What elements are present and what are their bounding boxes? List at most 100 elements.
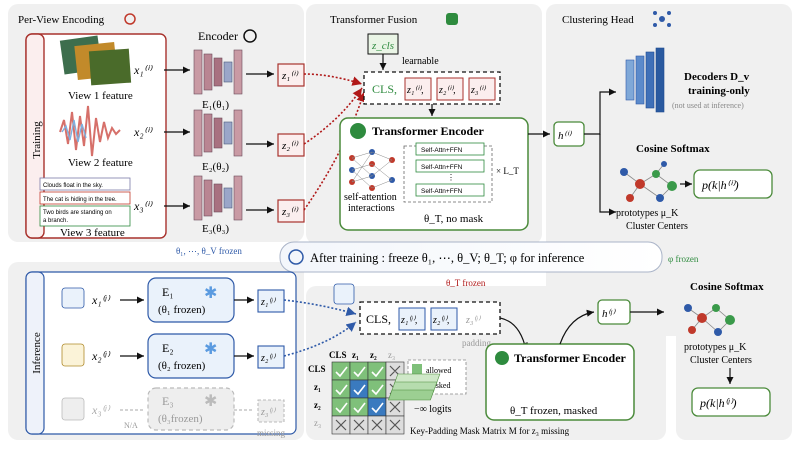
share-icon [288,249,304,265]
seq-z2: z₂⁽ⁱ⁾, [438,85,456,96]
transformer-icon-2 [495,351,509,365]
z2-box [277,133,305,157]
phi-frozen-label: φ frozen [668,254,699,264]
cluster-title: Clustering Head [562,14,634,26]
encoder-3-label: E₃(θ₃) [202,223,229,235]
encoder-1-label: E₁(θ₁) [202,99,229,111]
mask-row-1: z₁ [314,382,321,392]
training-tab [25,33,45,239]
inf-seq-z1: z₁⁽ʲ⁾, [400,315,417,326]
chip-icon [446,13,458,25]
x1-label: x₁⁽ⁱ⁾ [133,63,153,77]
layer-3 [415,183,485,197]
image-icon [61,287,85,309]
prototypes-train: prototypes μ_K [616,208,679,219]
mask-caption: Key-Padding Mask Matrix M for z₃ missing [410,426,570,436]
mask-matrix: CLS z₁ z₂ z₃ CLS z₁ z₂ z₃ [308,350,405,435]
times-lt: × L_T [496,166,519,176]
layer-dots: ⋮ [447,173,455,182]
snowflake-icon-1: ✱ [204,285,217,302]
inf-seq-z2-box [430,307,458,331]
inf-seq-z2: z₂⁽ʲ⁾, [432,315,449,326]
layer-1-label: Self-Attn+FFN [421,147,463,154]
seq-z3: z₃⁽ⁱ⁾ [470,85,487,96]
mask-row-3: z₃ [314,418,321,428]
zcls-label: z_cls [371,40,394,52]
sa-graph [349,149,395,191]
per-view-title: Per-View Encoding [18,14,105,26]
arrow-hi-proto [599,134,616,216]
inference-label: Inference [31,332,43,374]
inf-seq-cls: CLS, [366,312,391,326]
layer-3-label: Self-Attn+FFN [421,188,463,195]
inf-e3-label: E₃ [162,394,174,408]
inf-x1-label: x₁⁽ʲ⁾ [91,293,110,307]
mask-row-2: z₂ [314,400,321,410]
learnable-label: learnable [402,56,439,67]
dot-z1-seq [303,73,363,86]
banner-text: After training : freeze θ₁, ⋯, θ_V; θ_T;… [310,251,585,265]
prototype-graph-train [620,161,677,202]
clock-icon [243,29,257,43]
z1-label: z₁⁽ⁱ⁾ [281,70,299,82]
inf-e1-label: E₁ [162,285,174,299]
p-infer-label: p(k|h⁽ʲ⁾) [699,396,737,410]
inf-layer-stack [388,373,441,401]
inf-z3-label: z₃⁽ʲ⁾ [260,407,276,418]
seq-z1: z₁⁽ⁱ⁾, [406,85,424,96]
fusion-title: Transformer Fusion [330,14,418,26]
cos-softmax-infer: Cosine Softmax [690,281,764,293]
seq-cls: CLS, [372,82,397,96]
search-icon [124,13,136,25]
prototype-graph-infer [684,304,735,336]
no-mask-label: θ_T, no mask [424,213,484,225]
seq-z2-box [436,77,464,101]
view2-label: View 2 feature [68,157,133,169]
arrow-trans-hj [559,309,595,345]
mask-col-3: z₃ [388,350,395,360]
decoder-shape [625,47,665,113]
prototypes-infer: prototypes μ_K [684,342,747,353]
neg-inf-logits: −∞ logits [414,404,452,415]
thetaT-frozen-label: θ_T frozen [446,278,486,288]
interactions-label: interactions [348,203,395,214]
x3-label: x₃⁽ⁱ⁾ [133,199,153,213]
doc-icon [333,283,355,305]
not-used-label: (not used at inference) [672,101,744,110]
encoder-1-shape [193,49,243,95]
encoder-2-shape [193,109,243,157]
layer-1 [415,142,485,156]
centers-train: Cluster Centers [626,221,688,232]
inf-e2-label: E₂ [162,341,174,355]
inf-seq-box [359,301,501,335]
centers-infer: Cluster Centers [690,355,752,366]
layer-2-label: Self-Attn+FFN [421,164,463,171]
z3-box [277,199,305,223]
frozen-thetas-label: θ₁, ⋯, θ_V frozen [176,246,242,256]
z1-box [277,63,305,87]
z2-label: z₂⁽ⁱ⁾ [281,140,299,152]
frozen-masked-label: θ_T frozen, masked [510,405,598,417]
na-label: N/A [124,421,138,430]
missing-label: missing [257,428,286,438]
view1-images [59,35,132,86]
mask-col-2: z₂ [370,350,377,360]
music-file-icon [61,343,85,367]
transformer-icon [350,123,366,139]
mask-col-0: CLS [329,350,347,360]
snowflake-icon-2: ✱ [204,341,217,358]
view3-captions [39,177,131,227]
caption-3a: Two birds are standing on [43,210,112,216]
hi-label: h⁽ⁱ⁾ [558,130,572,142]
encoder-3-shape [193,175,243,221]
inf-seq-z3: z₃⁽ʲ⁾ [465,315,481,326]
view3-label: View 3 feature [60,227,125,239]
p-infer-box [691,387,771,417]
inf-trans-title: Transformer Encoder [514,351,627,365]
view1-label: View 1 feature [68,90,133,102]
inf-z2-box [257,345,285,369]
inf-e3-box [147,387,235,431]
inf-x3-label: x₃⁽ʲ⁾ [91,403,110,417]
